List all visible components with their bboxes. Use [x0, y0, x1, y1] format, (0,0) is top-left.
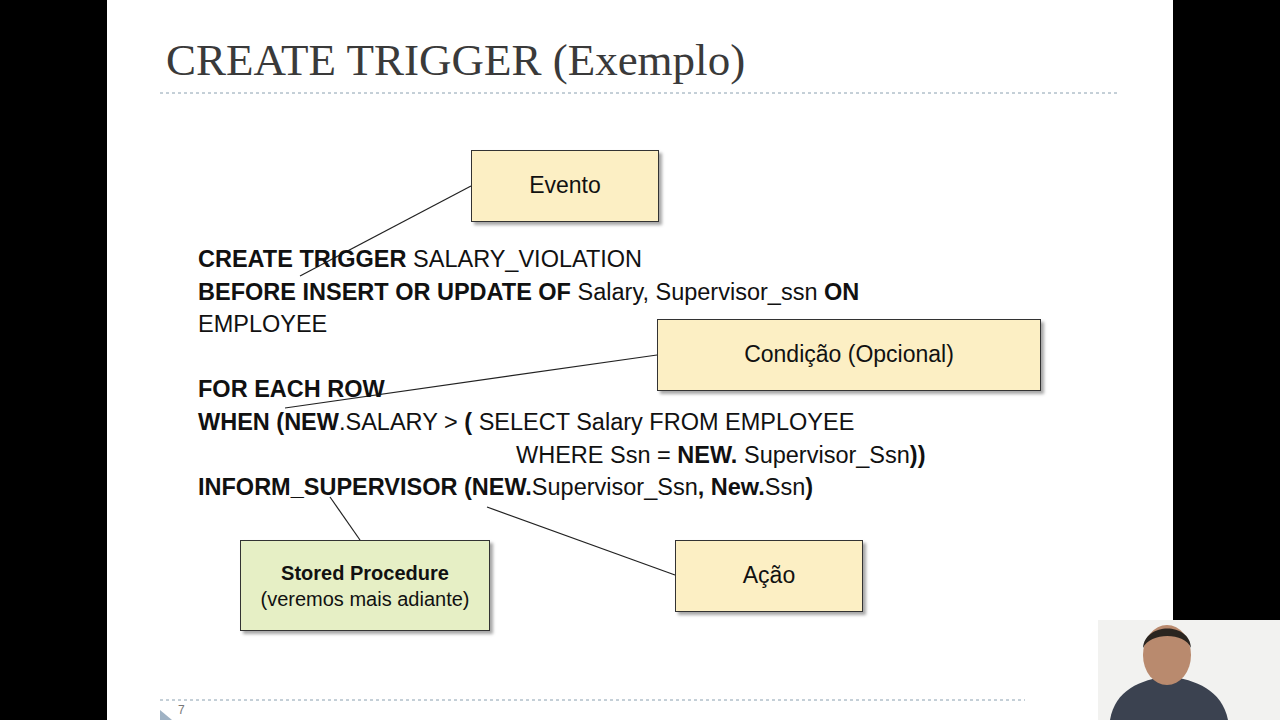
leader-line [487, 507, 675, 575]
code-text: NEW. [677, 442, 737, 468]
code-text: )) [910, 442, 926, 468]
code-text: , New. [698, 474, 765, 500]
title-rule [160, 93, 1120, 94]
callout-box: Evento [471, 150, 659, 222]
callout-note: (veremos mais adiante) [253, 586, 478, 612]
code-line: FOR EACH ROW [198, 375, 385, 403]
code-text: SALARY_VIOLATION [413, 246, 642, 272]
code-text: CREATE TRIGGER [198, 246, 406, 272]
code-line: INFORM_SUPERVISOR (NEW.Supervisor_Ssn, N… [198, 473, 813, 501]
webcam-person [1143, 625, 1191, 685]
webcam-frame [1098, 620, 1280, 720]
leader-line [330, 497, 360, 540]
code-text: BEFORE INSERT OR UPDATE OF [198, 279, 571, 305]
code-text: FOR EACH ROW [198, 376, 385, 402]
code-line: BEFORE INSERT OR UPDATE OF Salary, Superv… [198, 278, 859, 306]
code-text: .SALARY > [339, 409, 458, 435]
code-text: Ssn [765, 474, 806, 500]
code-line: EMPLOYEE [198, 310, 327, 338]
code-text: Supervisor_Ssn [744, 442, 910, 468]
callout-box: Stored Procedure(veremos mais adiante) [240, 540, 490, 631]
code-text: ( [464, 409, 472, 435]
code-text: ) [805, 474, 813, 500]
code-line: CREATE TRIGGER SALARY_VIOLATION [198, 245, 642, 273]
page-number: 7 [178, 703, 185, 717]
footer-rule [160, 700, 1025, 701]
callout-text: Evento [521, 171, 609, 201]
code-line: WHERE Ssn =NEW. Supervisor_Ssn)) [516, 441, 926, 469]
callout-box: Ação [675, 540, 863, 612]
callout-text: Ação [735, 561, 803, 591]
callout-text: Condição (Opcional) [736, 340, 962, 370]
code-text: INFORM_SUPERVISOR (NEW. [198, 474, 532, 500]
code-text: SELECT Salary FROM EMPLOYEE [479, 409, 855, 435]
code-text: WHEN (NEW [198, 409, 339, 435]
callout-box: Condição (Opcional) [657, 319, 1041, 391]
code-text: Supervisor_Ssn [532, 474, 698, 500]
slide-title: CREATE TRIGGER (Exemplo) [166, 34, 745, 86]
code-line: WHEN (NEW.SALARY >( SELECT Salary FROM EM… [198, 408, 854, 436]
code-text: EMPLOYEE [198, 311, 327, 337]
callout-text: Stored Procedure [273, 560, 457, 586]
footer-marker [160, 710, 172, 720]
code-text: ON [824, 279, 859, 305]
code-text: WHERE Ssn = [516, 442, 671, 468]
code-text: Salary, Supervisor_ssn [578, 279, 818, 305]
webcam-person [1143, 629, 1191, 649]
